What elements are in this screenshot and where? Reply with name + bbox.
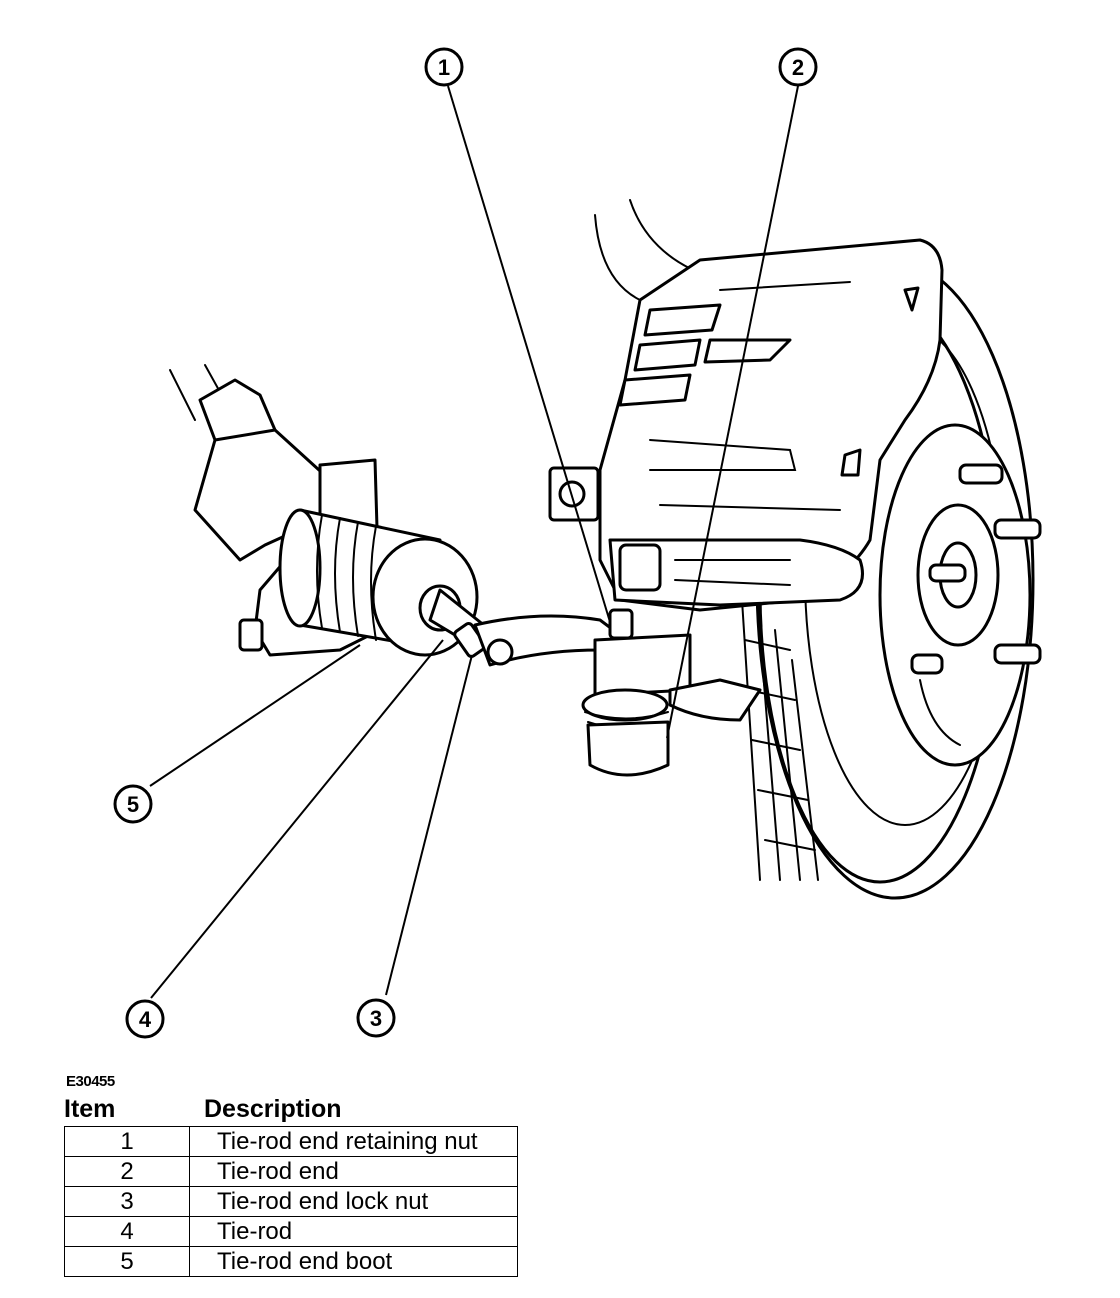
legend-item-number: 2: [64, 1156, 190, 1187]
callout-leader-lines: [149, 85, 799, 999]
legend-row: 1 Tie-rod end retaining nut: [64, 1126, 518, 1157]
legend-item-description: Tie-rod end retaining nut: [189, 1126, 518, 1157]
legend-header-item: Item: [64, 1095, 116, 1123]
callout-4: 4: [125, 999, 165, 1039]
tie-rod: [418, 584, 622, 667]
figure-id: E30455: [66, 1073, 115, 1090]
callout-4-number: 4: [139, 1007, 152, 1032]
wheel-hub: [878, 423, 1042, 767]
legend-item-number: 5: [64, 1246, 190, 1277]
callout-5-number: 5: [127, 792, 139, 817]
callout-1-number: 1: [438, 55, 450, 80]
legend-table: 1 Tie-rod end retaining nut 2 Tie-rod en…: [64, 1126, 518, 1277]
steering-knuckle-arm: [608, 538, 864, 607]
legend-item-description: Tie-rod end lock nut: [189, 1186, 518, 1217]
callout-1: 1: [424, 47, 464, 87]
callout-3: 3: [356, 998, 396, 1038]
brake-caliper: [548, 199, 944, 612]
legend-item-description: Tie-rod: [189, 1216, 518, 1247]
legend-item-description: Tie-rod end boot: [189, 1246, 518, 1277]
tie-rod-assembly-illustration: 1 2 3 4 5: [113, 47, 1042, 1039]
legend-row: 5 Tie-rod end boot: [64, 1246, 518, 1277]
callout-5: 5: [113, 784, 153, 824]
callout-2-number: 2: [792, 55, 804, 80]
legend-item-number: 3: [64, 1186, 190, 1217]
callout-2: 2: [778, 47, 818, 87]
legend-item-description: Tie-rod end: [189, 1156, 518, 1187]
legend-row: 2 Tie-rod end: [64, 1156, 518, 1187]
legend-row: 3 Tie-rod end lock nut: [64, 1186, 518, 1217]
callout-3-number: 3: [370, 1006, 382, 1031]
tie-rod-end: [581, 608, 762, 777]
legend-item-number: 4: [64, 1216, 190, 1247]
legend-row: 4 Tie-rod: [64, 1216, 518, 1247]
legend-item-number: 1: [64, 1126, 190, 1157]
legend-header-description: Description: [204, 1095, 342, 1123]
